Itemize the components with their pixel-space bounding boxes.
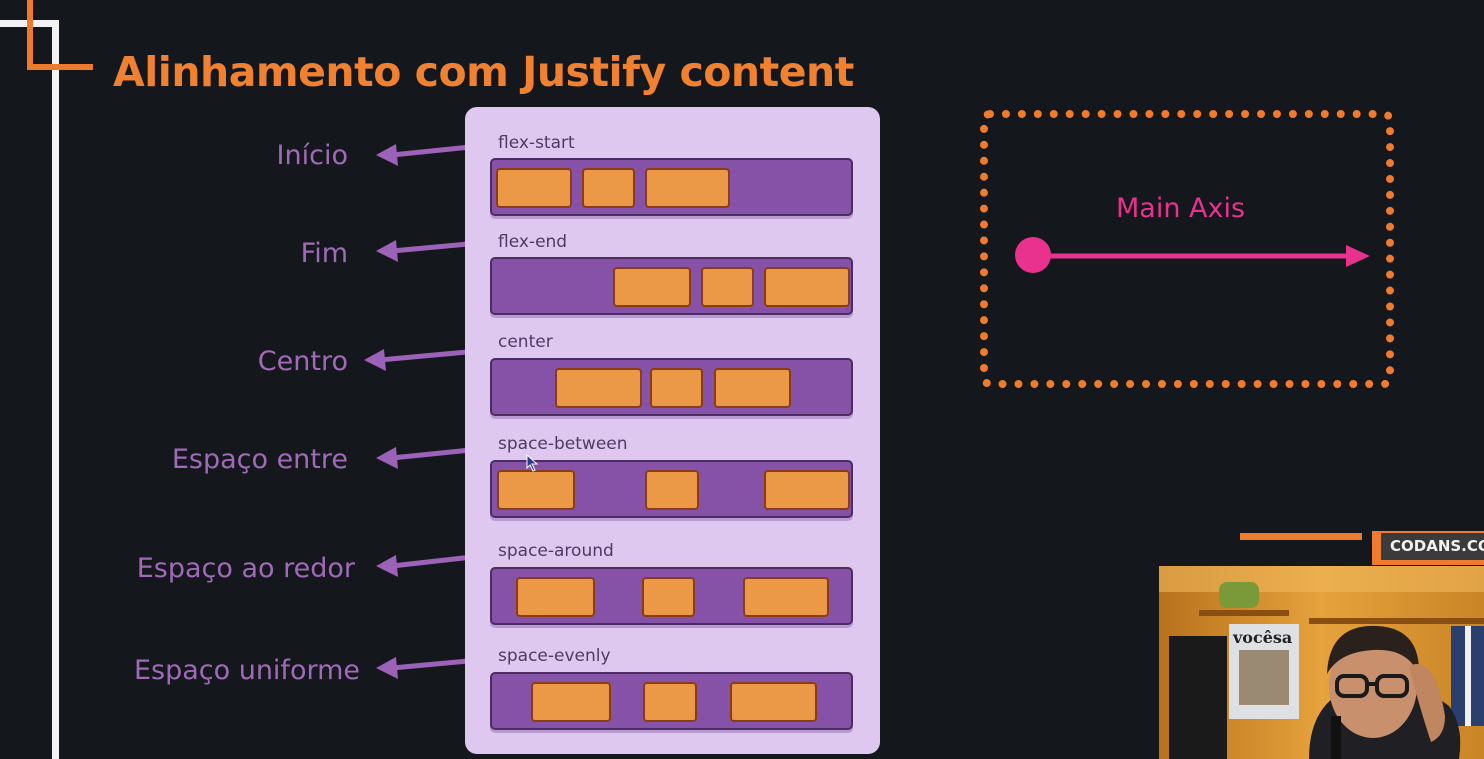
flex-item bbox=[531, 682, 611, 722]
label-espaco-uniforme: Espaço uniforme bbox=[133, 655, 360, 686]
person-hair bbox=[1327, 625, 1420, 676]
slide-title: Alinhamento com Justify content bbox=[113, 48, 854, 96]
flex-item bbox=[730, 682, 817, 722]
flex-row-flex-start bbox=[490, 158, 853, 216]
accent-line-horizontal bbox=[27, 64, 93, 70]
flex-item bbox=[764, 470, 850, 510]
microphone bbox=[1331, 716, 1341, 759]
main-axis-frame bbox=[980, 110, 1394, 388]
flex-row-center bbox=[490, 358, 853, 416]
flex-item bbox=[764, 267, 850, 307]
label-fim: Fim bbox=[300, 238, 348, 269]
arrowhead-inicio bbox=[376, 144, 398, 166]
arrowhead-centro bbox=[364, 349, 386, 371]
main-axis-arrow bbox=[1015, 237, 1370, 273]
arrowhead-fim bbox=[376, 240, 398, 262]
property-space-evenly: space-evenly bbox=[498, 646, 611, 666]
label-inicio: Início bbox=[276, 140, 348, 171]
flex-item bbox=[743, 577, 829, 617]
flex-item bbox=[497, 470, 575, 510]
flex-row-space-around bbox=[490, 567, 853, 625]
flex-row-space-evenly bbox=[490, 672, 853, 730]
flex-item bbox=[555, 368, 642, 408]
webcam-feed: vocêsa bbox=[1159, 566, 1484, 759]
label-centro: Centro bbox=[257, 346, 348, 377]
label-espaco-entre: Espaço entre bbox=[171, 444, 348, 475]
accent-line-vertical bbox=[27, 0, 33, 70]
flex-item bbox=[701, 267, 754, 307]
person-hand bbox=[1409, 664, 1445, 742]
flex-item bbox=[642, 577, 695, 617]
frame-line-vertical bbox=[52, 20, 59, 759]
flex-item bbox=[516, 577, 595, 617]
arrow-centro bbox=[377, 348, 481, 363]
flex-item bbox=[650, 368, 703, 408]
axis-origin-dot bbox=[1015, 237, 1051, 273]
flex-item bbox=[645, 470, 699, 510]
flex-item bbox=[582, 168, 635, 208]
property-space-between: space-between bbox=[498, 434, 628, 454]
flex-row-flex-end bbox=[490, 257, 853, 315]
label-espaco-ao-redor: Espaço ao redor bbox=[136, 553, 355, 584]
property-space-around: space-around bbox=[498, 541, 614, 561]
flex-item bbox=[645, 168, 730, 208]
flex-item bbox=[496, 168, 572, 208]
flex-item bbox=[643, 682, 697, 722]
flex-item bbox=[613, 267, 691, 307]
mouse-cursor-icon bbox=[526, 454, 539, 472]
property-center: center bbox=[498, 332, 553, 352]
property-flex-end: flex-end bbox=[498, 232, 568, 252]
webcam-scene: vocêsa bbox=[1159, 566, 1484, 759]
arrowhead-espaco-uniforme bbox=[376, 657, 398, 679]
flex-row-space-between bbox=[490, 460, 853, 518]
arrowhead-espaco-ao-redor bbox=[376, 555, 398, 577]
arrowhead-espaco-entre bbox=[376, 447, 398, 469]
flex-item bbox=[714, 368, 791, 408]
magazine-title: vocêsa bbox=[1232, 628, 1292, 647]
channel-tag: CODANS.CO bbox=[1381, 533, 1484, 560]
axis-arrowhead bbox=[1346, 245, 1370, 267]
plant bbox=[1219, 582, 1259, 608]
main-axis-label: Main Axis bbox=[1116, 193, 1246, 224]
property-flex-start: flex-start bbox=[498, 133, 575, 153]
webcam-accent-line bbox=[1240, 533, 1362, 540]
monitor bbox=[1169, 636, 1227, 759]
